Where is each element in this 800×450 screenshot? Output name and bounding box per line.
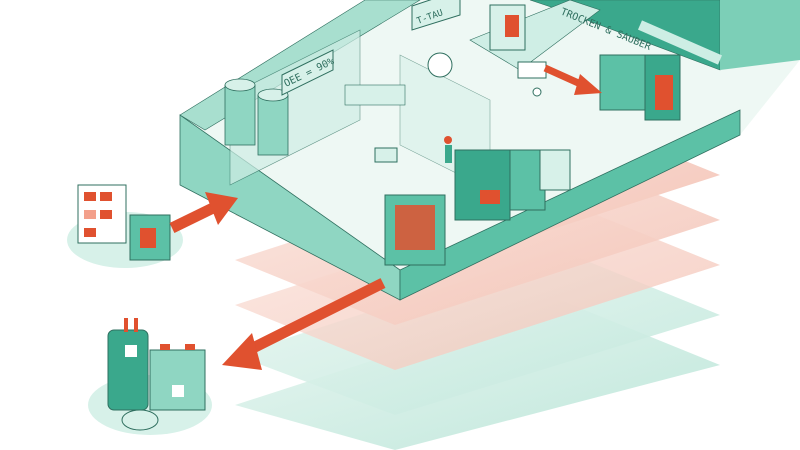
agv-robot <box>374 147 398 163</box>
machine-platform <box>469 0 601 71</box>
machines <box>224 4 681 266</box>
battery-cells-icon <box>88 318 212 435</box>
right-side-wall <box>720 0 800 70</box>
tau-sign: T-TAU <box>411 0 461 31</box>
right-wall-face <box>399 109 741 301</box>
flow-arrow-icon <box>543 64 602 95</box>
agv-robot <box>517 61 547 79</box>
worker <box>444 136 452 144</box>
raw-material-shelf-icon <box>67 184 183 268</box>
input-arrow-icon <box>169 192 238 233</box>
output-arrow-icon <box>222 278 386 370</box>
